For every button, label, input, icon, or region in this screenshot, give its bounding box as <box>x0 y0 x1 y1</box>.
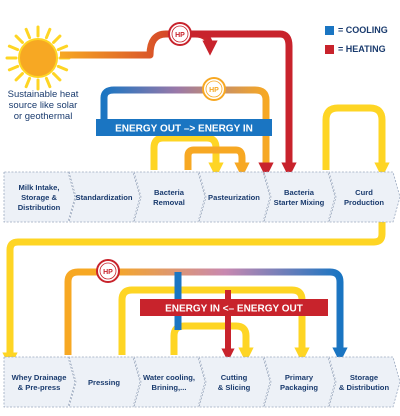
cooling-legend-label: = COOLING <box>338 25 388 35</box>
solar-to-heat-pump-flow <box>60 30 218 59</box>
heating-legend-label: = HEATING <box>338 44 386 54</box>
process-step-label: Water cooling,Brining,... <box>143 373 195 392</box>
process-step-box <box>198 171 271 223</box>
process-step-label: Standardization <box>76 193 133 202</box>
curd-production-yellow-loop <box>322 104 390 178</box>
energy-bar-bottom <box>140 299 328 316</box>
lower-yellow-loop-inner <box>170 322 254 363</box>
upper-heat-pump-loop <box>100 86 274 178</box>
orange-loop-top <box>184 146 250 178</box>
process-steps: Milk Intake,Storage &Distribution Standar… <box>3 171 400 408</box>
process-step-box <box>328 356 400 408</box>
process-step-box <box>263 356 336 408</box>
lower-heat-pump-orange-loop <box>64 264 118 355</box>
process-step-box <box>3 171 76 223</box>
cooling-swatch <box>325 26 334 35</box>
energy-bar-top <box>96 119 272 136</box>
heating-swatch <box>325 45 334 54</box>
lower-heat-pump-to-right-flow <box>110 268 348 363</box>
heat-source-line-3: or geothermal <box>13 111 73 122</box>
process-step-label: Pressing <box>88 378 120 387</box>
process-step-box <box>263 171 336 223</box>
process-step-box <box>68 356 141 408</box>
heat-pump-icon: HP <box>202 77 226 101</box>
heat-pump-label: HP <box>103 269 113 276</box>
process-step-box <box>68 171 141 223</box>
heat-pumps: HP HP HP <box>96 22 226 283</box>
process-step-label: Whey Drainage& Pre-press <box>12 373 67 392</box>
solar-heat-to-starter-mixing-flow <box>185 30 297 178</box>
energy-bar-bottom-label: ENERGY IN <– ENERGY OUT <box>165 304 303 315</box>
heat-source-line-1: Sustainable heat <box>7 89 79 100</box>
yellow-heat-recovery-loop-top <box>150 134 224 178</box>
lower-yellow-loop-outer <box>118 286 310 363</box>
process-step-box <box>198 356 271 408</box>
heat-pump-icon: HP <box>168 22 192 46</box>
process-step-label: Pasteurization <box>208 193 260 202</box>
heat-source-caption: Sustainable heat source like solar or ge… <box>0 89 86 122</box>
heat-source-line-2: source like solar <box>8 100 78 111</box>
heat-pump-label: HP <box>175 32 185 39</box>
process-step-box <box>3 356 76 408</box>
process-step-box <box>133 171 206 223</box>
process-step-label: Milk Intake,Storage &Distribution <box>18 183 61 212</box>
energy-bars: ENERGY OUT –> ENERGY IN ENERGY IN <– ENER… <box>96 119 328 316</box>
process-step-box <box>328 171 400 223</box>
heat-pump-icon: HP <box>96 259 120 283</box>
process-step-label: Cutting& Slicing <box>218 373 251 392</box>
sun-icon <box>5 25 71 91</box>
energy-bar-top-label: ENERGY OUT –> ENERGY IN <box>115 124 253 135</box>
heat-pump-label: HP <box>209 87 219 94</box>
process-step-box <box>133 356 206 408</box>
process-line-connector <box>2 222 386 368</box>
energy-flow-lines <box>2 30 390 368</box>
process-step-label: Storage& Distribution <box>339 373 390 392</box>
